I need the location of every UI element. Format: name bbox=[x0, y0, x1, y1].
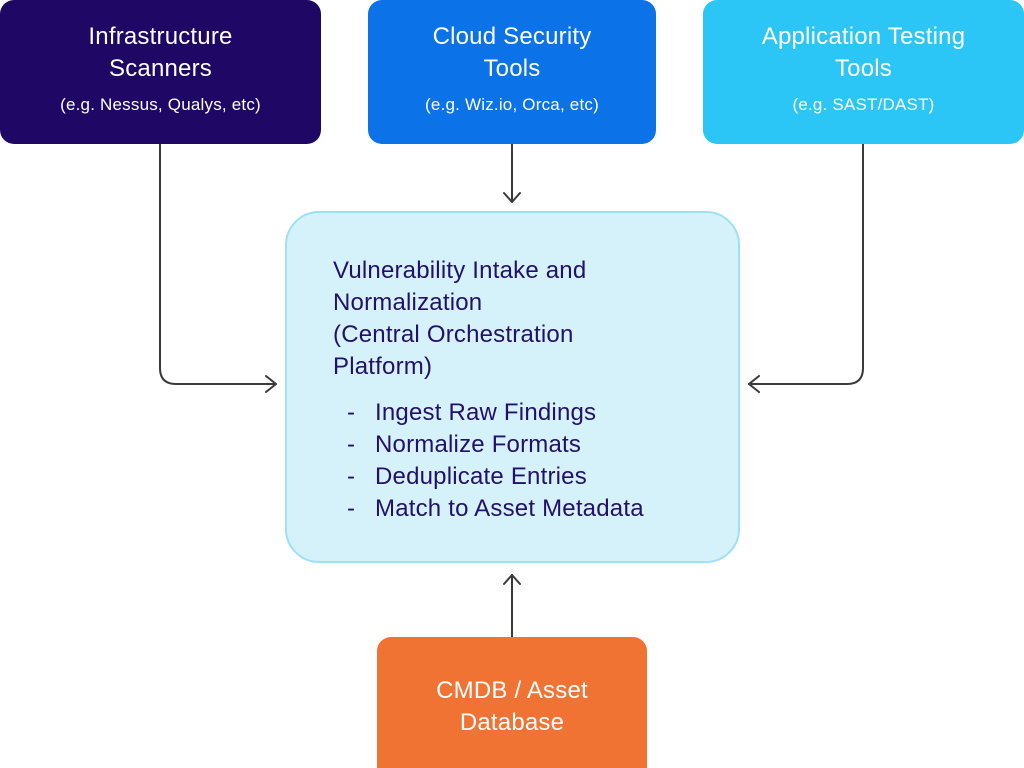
arrowhead-cmdb bbox=[503, 574, 521, 585]
source-title: Application Testing Tools bbox=[762, 21, 966, 85]
bullet-dash: - bbox=[347, 495, 356, 522]
process-step: - Ingest Raw Findings bbox=[347, 397, 644, 429]
process-step: - Match to Asset Metadata bbox=[347, 493, 644, 525]
title-line: Tools bbox=[483, 55, 541, 82]
source-title: Infrastructure Scanners bbox=[88, 21, 232, 85]
central-title: Vulnerability Intake and Normalization (… bbox=[333, 255, 586, 383]
edge-application-to-central bbox=[748, 143, 864, 385]
title-line: Normalization bbox=[333, 289, 483, 316]
central-orchestration-platform: Vulnerability Intake and Normalization (… bbox=[285, 211, 740, 563]
title-line: Tools bbox=[834, 55, 893, 82]
source-title: Cloud Security Tools bbox=[433, 21, 592, 85]
title-line: Platform) bbox=[333, 353, 433, 380]
title-line: Cloud Security bbox=[432, 23, 592, 50]
arrowhead-infrastructure bbox=[265, 375, 277, 393]
process-step: - Deduplicate Entries bbox=[347, 461, 644, 493]
process-step: - Normalize Formats bbox=[347, 429, 644, 461]
source-infrastructure-scanners: Infrastructure Scanners (e.g. Nessus, Qu… bbox=[0, 0, 321, 144]
title-line: Application Testing bbox=[761, 23, 966, 50]
bullet-dash: - bbox=[347, 431, 356, 458]
arrowhead-application bbox=[748, 375, 760, 393]
step-label: Match to Asset Metadata bbox=[375, 495, 644, 522]
source-cloud-security-tools: Cloud Security Tools (e.g. Wiz.io, Orca,… bbox=[368, 0, 656, 144]
step-label: Deduplicate Entries bbox=[375, 463, 587, 490]
cmdb-asset-database: CMDB / Asset Database bbox=[377, 637, 647, 768]
source-subtitle: (e.g. Nessus, Qualys, etc) bbox=[60, 95, 261, 114]
source-subtitle: (e.g. SAST/DAST) bbox=[792, 95, 935, 114]
title-line: Vulnerability Intake and bbox=[333, 257, 587, 284]
step-label: Ingest Raw Findings bbox=[375, 399, 597, 426]
title-line: (Central Orchestration bbox=[333, 321, 574, 348]
source-application-testing-tools: Application Testing Tools (e.g. SAST/DAS… bbox=[703, 0, 1024, 144]
title-line: Infrastructure bbox=[88, 23, 233, 50]
title-line: Scanners bbox=[109, 55, 212, 82]
arrowhead-cloud bbox=[503, 192, 521, 203]
process-steps: - Ingest Raw Findings - Normalize Format… bbox=[347, 397, 644, 525]
title-line: CMDB / Asset bbox=[436, 676, 588, 704]
bullet-dash: - bbox=[347, 463, 356, 490]
cmdb-title: CMDB / Asset Database bbox=[436, 675, 588, 739]
source-subtitle: (e.g. Wiz.io, Orca, etc) bbox=[425, 95, 599, 114]
step-label: Normalize Formats bbox=[375, 431, 582, 458]
edge-infrastructure-to-central bbox=[159, 143, 277, 385]
bullet-dash: - bbox=[347, 399, 356, 426]
title-line: Database bbox=[459, 708, 565, 736]
